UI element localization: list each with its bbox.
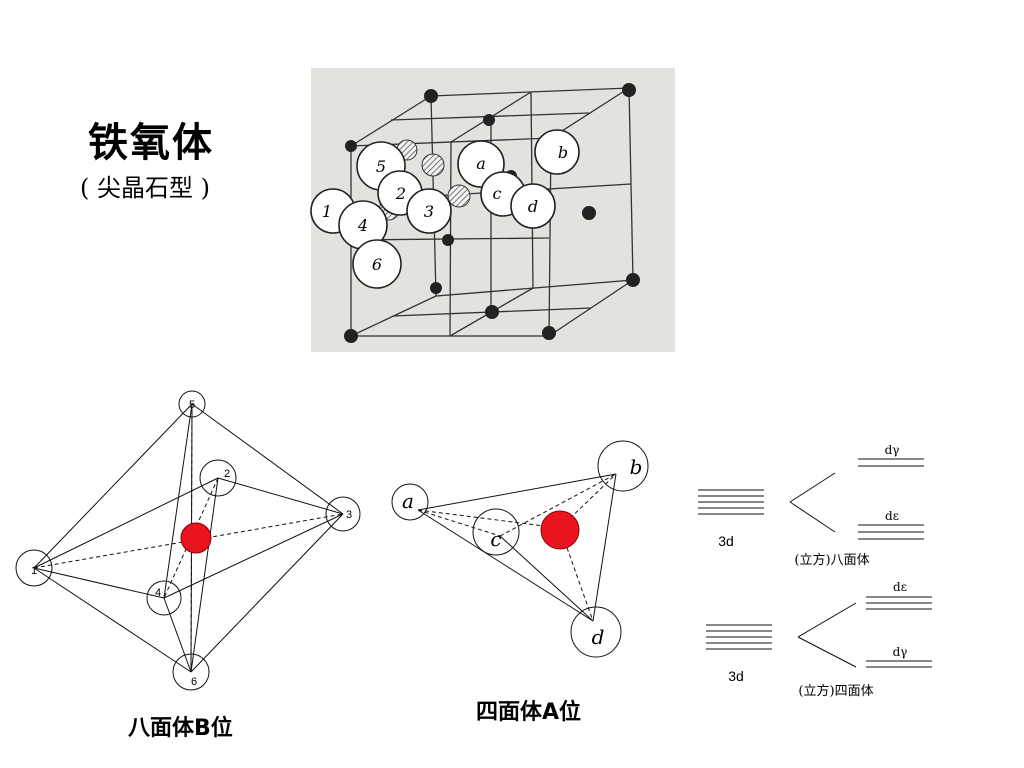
tetra-splitting-caption: (立方)四面体 <box>798 683 873 699</box>
octa-vertex-6: 6 <box>191 676 197 688</box>
octa-vertex-3: 3 <box>346 509 352 521</box>
tetra-vertex-a: a <box>402 489 414 513</box>
tetra-upper-label: dε <box>893 580 907 594</box>
lattice-label-2: 2 <box>395 184 406 203</box>
octa-vertex-5: 5 <box>189 399 195 411</box>
octa-3d-label: 3d <box>718 533 734 549</box>
octa-vertex-1: 1 <box>31 565 37 577</box>
lattice-label-c: c <box>493 184 502 203</box>
page-title: 铁氧体 <box>88 119 214 166</box>
tetra-lower-label: dγ <box>893 645 908 659</box>
octa-splitting-caption: (立方)八面体 <box>794 552 869 568</box>
spinel-lattice-figure: 5 2 1 4 3 6 a b c d <box>310 68 675 352</box>
octa-lower-label: dε <box>885 509 899 523</box>
tetrahedral-splitting-diagram: 3d dε dγ (立方)四面体 <box>706 580 932 699</box>
octa-vertex-2: 2 <box>224 468 230 480</box>
lattice-label-5: 5 <box>376 157 386 176</box>
tetrahedral-cation <box>540 510 580 550</box>
lattice-label-6: 6 <box>372 255 382 274</box>
tetrahedron-caption: 四面体A位 <box>476 700 582 725</box>
lattice-label-b: b <box>558 143 568 162</box>
octahedral-splitting-diagram: 3d dγ dε (立方)八面体 <box>698 443 924 568</box>
octa-upper-label: dγ <box>885 443 900 457</box>
page-subtitle: ( 尖晶石型 ) <box>80 174 210 202</box>
lattice-label-3: 3 <box>424 202 434 221</box>
tetra-vertex-c: c <box>490 527 501 551</box>
lattice-label-4: 4 <box>357 216 368 235</box>
lattice-label-1: 1 <box>322 202 332 221</box>
octa-vertex-4: 4 <box>155 587 161 599</box>
tetra-3d-label: 3d <box>728 668 744 684</box>
lattice-label-a: a <box>476 154 486 173</box>
tetrahedron-diagram: a b c d <box>391 440 649 658</box>
lattice-label-d: d <box>528 197 538 216</box>
octahedron-caption: 八面体B位 <box>128 716 233 741</box>
tetra-vertex-d: d <box>592 625 605 649</box>
octahedron-diagram: 5 2 3 1 4 6 <box>15 390 361 691</box>
octahedral-cation <box>180 522 212 554</box>
tetra-vertex-b: b <box>630 455 643 479</box>
